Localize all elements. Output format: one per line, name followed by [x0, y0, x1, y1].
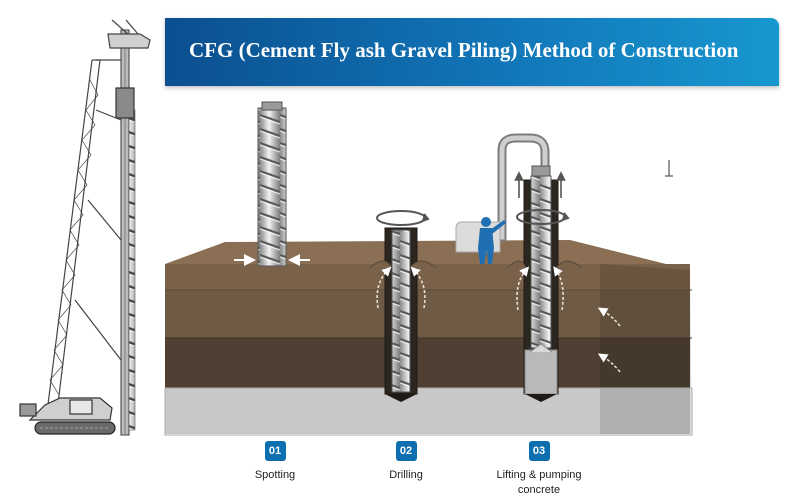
flow-arrow-icon: [516, 266, 621, 373]
rotation-arrow-icon: [516, 209, 570, 225]
drill-hole: [369, 227, 437, 402]
step-number-badge: 01: [264, 441, 286, 461]
rig-icon: [19, 19, 151, 436]
lift-arrow-icon: [514, 171, 566, 198]
title-banner: CFG (Cement Fly ash Gravel Piling) Metho…: [165, 18, 779, 86]
flow-arrow-icon: [376, 266, 426, 309]
step-drilling: 02 Drilling: [341, 441, 471, 483]
step-number-badge: 03: [528, 441, 550, 461]
step-label: Drilling: [389, 469, 423, 481]
step-number-badge: 02: [395, 441, 417, 461]
worker-icon: [478, 217, 506, 264]
rotation-arrow-icon: [376, 210, 430, 226]
soil-block: [164, 240, 693, 436]
step-spotting: 01 Spotting: [210, 441, 340, 483]
pile-hole: [507, 175, 583, 402]
marker-icon: [665, 160, 673, 177]
pump-hose-icon: [492, 133, 551, 242]
step-label: Lifting & pumping concrete: [496, 469, 582, 496]
auger-icon: [257, 101, 287, 267]
step-lifting-pumping: 03 Lifting & pumping concrete: [474, 441, 604, 498]
page-title: CFG (Cement Fly ash Gravel Piling) Metho…: [189, 38, 739, 62]
step-label: Spotting: [254, 469, 296, 481]
